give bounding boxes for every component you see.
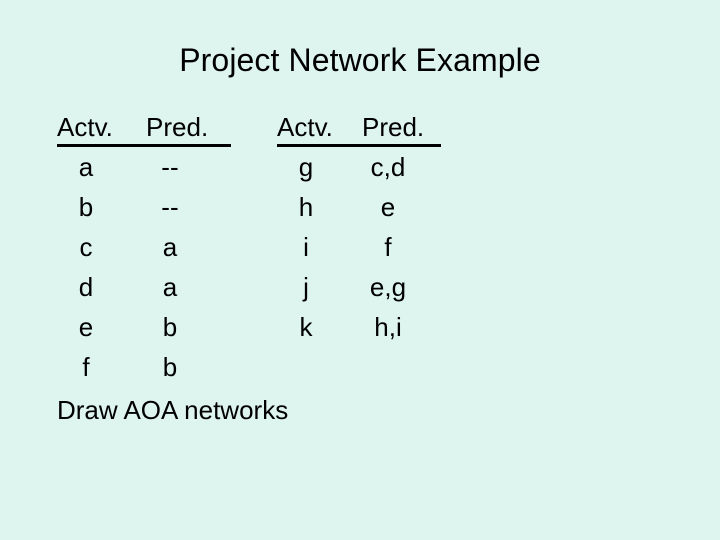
cell-activity: i	[303, 232, 309, 262]
table-row: a --	[57, 147, 231, 187]
cell-predecessor: a	[162, 232, 178, 262]
table-row: c a	[57, 227, 231, 267]
table-row: f b	[57, 347, 231, 387]
column-header-activity: Actv.	[57, 112, 113, 142]
cell-activity: h	[298, 192, 314, 222]
cell-predecessor: e	[380, 192, 396, 222]
table-header-row-right: Actv. Pred.	[277, 113, 441, 147]
column-header-predecessor: Pred.	[146, 112, 209, 142]
activity-table-left: Actv. Pred. a -- b -- c a d a e b	[57, 113, 231, 387]
cell-activity: e	[78, 312, 94, 342]
page-title: Project Network Example	[179, 42, 541, 78]
cell-predecessor: c,d	[370, 152, 406, 182]
cell-activity: k	[299, 312, 313, 342]
cell-predecessor: f	[384, 232, 392, 262]
table-row: d a	[57, 267, 231, 307]
column-header-activity: Actv.	[277, 112, 333, 142]
table-row: g c,d	[277, 147, 441, 187]
cell-activity: a	[78, 152, 94, 182]
column-header-predecessor: Pred.	[362, 112, 425, 142]
table-row: i f	[277, 227, 441, 267]
cell-activity: d	[78, 272, 94, 302]
cell-activity: f	[82, 352, 90, 382]
table-row: k h,i	[277, 307, 441, 347]
cell-predecessor: --	[161, 152, 179, 182]
cell-predecessor: b	[162, 312, 178, 342]
cell-activity: c	[79, 232, 93, 262]
cell-predecessor: --	[161, 192, 179, 222]
table-row: j e,g	[277, 267, 441, 307]
table-row: b --	[57, 187, 231, 227]
cell-activity: g	[298, 152, 314, 182]
cell-predecessor: a	[162, 272, 178, 302]
activity-tables-area: Actv. Pred. a -- b -- c a d a e b	[0, 113, 720, 413]
cell-activity: b	[78, 192, 94, 222]
activity-table-right: Actv. Pred. g c,d h e i f j e,g k h,i	[277, 113, 441, 347]
table-row: h e	[277, 187, 441, 227]
cell-predecessor: h,i	[374, 312, 402, 342]
cell-predecessor: e,g	[369, 272, 407, 302]
cell-activity: j	[303, 272, 309, 302]
cell-predecessor: b	[162, 352, 178, 382]
table-row: e b	[57, 307, 231, 347]
table-header-row-left: Actv. Pred.	[57, 113, 231, 147]
instruction-text: Draw AOA networks	[57, 395, 289, 425]
